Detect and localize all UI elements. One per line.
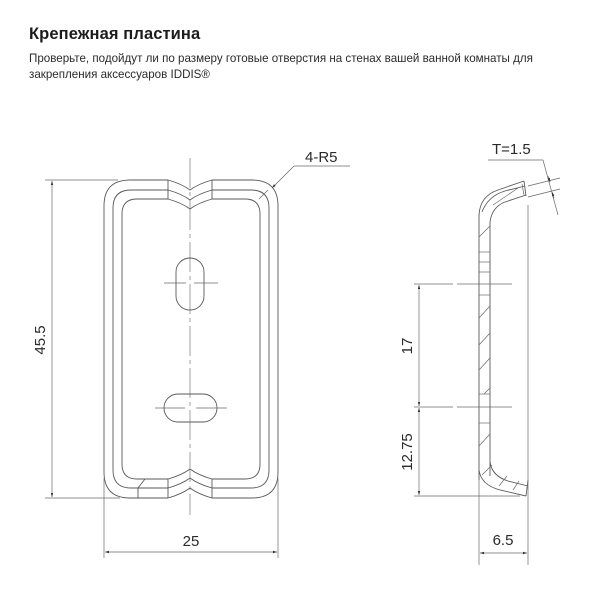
depth-label: 6.5: [493, 532, 514, 549]
thickness-label: T=1.5: [492, 141, 531, 158]
hole-spacing-label: 17: [399, 338, 416, 355]
page-title: Крепежная пластина: [29, 25, 201, 43]
radius-label: 4-R5: [305, 149, 338, 166]
side-view: 17 12.75 6.5 T=1.5: [399, 141, 561, 565]
bottom-offset-label: 12.75: [399, 433, 416, 471]
page-description: Проверьте, подойдут ли по размеру готовы…: [29, 52, 533, 81]
front-view: 45.5 25 4-R5: [32, 149, 350, 558]
height-dimension-label: 45.5: [32, 325, 49, 354]
width-dimension-label: 25: [183, 533, 200, 550]
